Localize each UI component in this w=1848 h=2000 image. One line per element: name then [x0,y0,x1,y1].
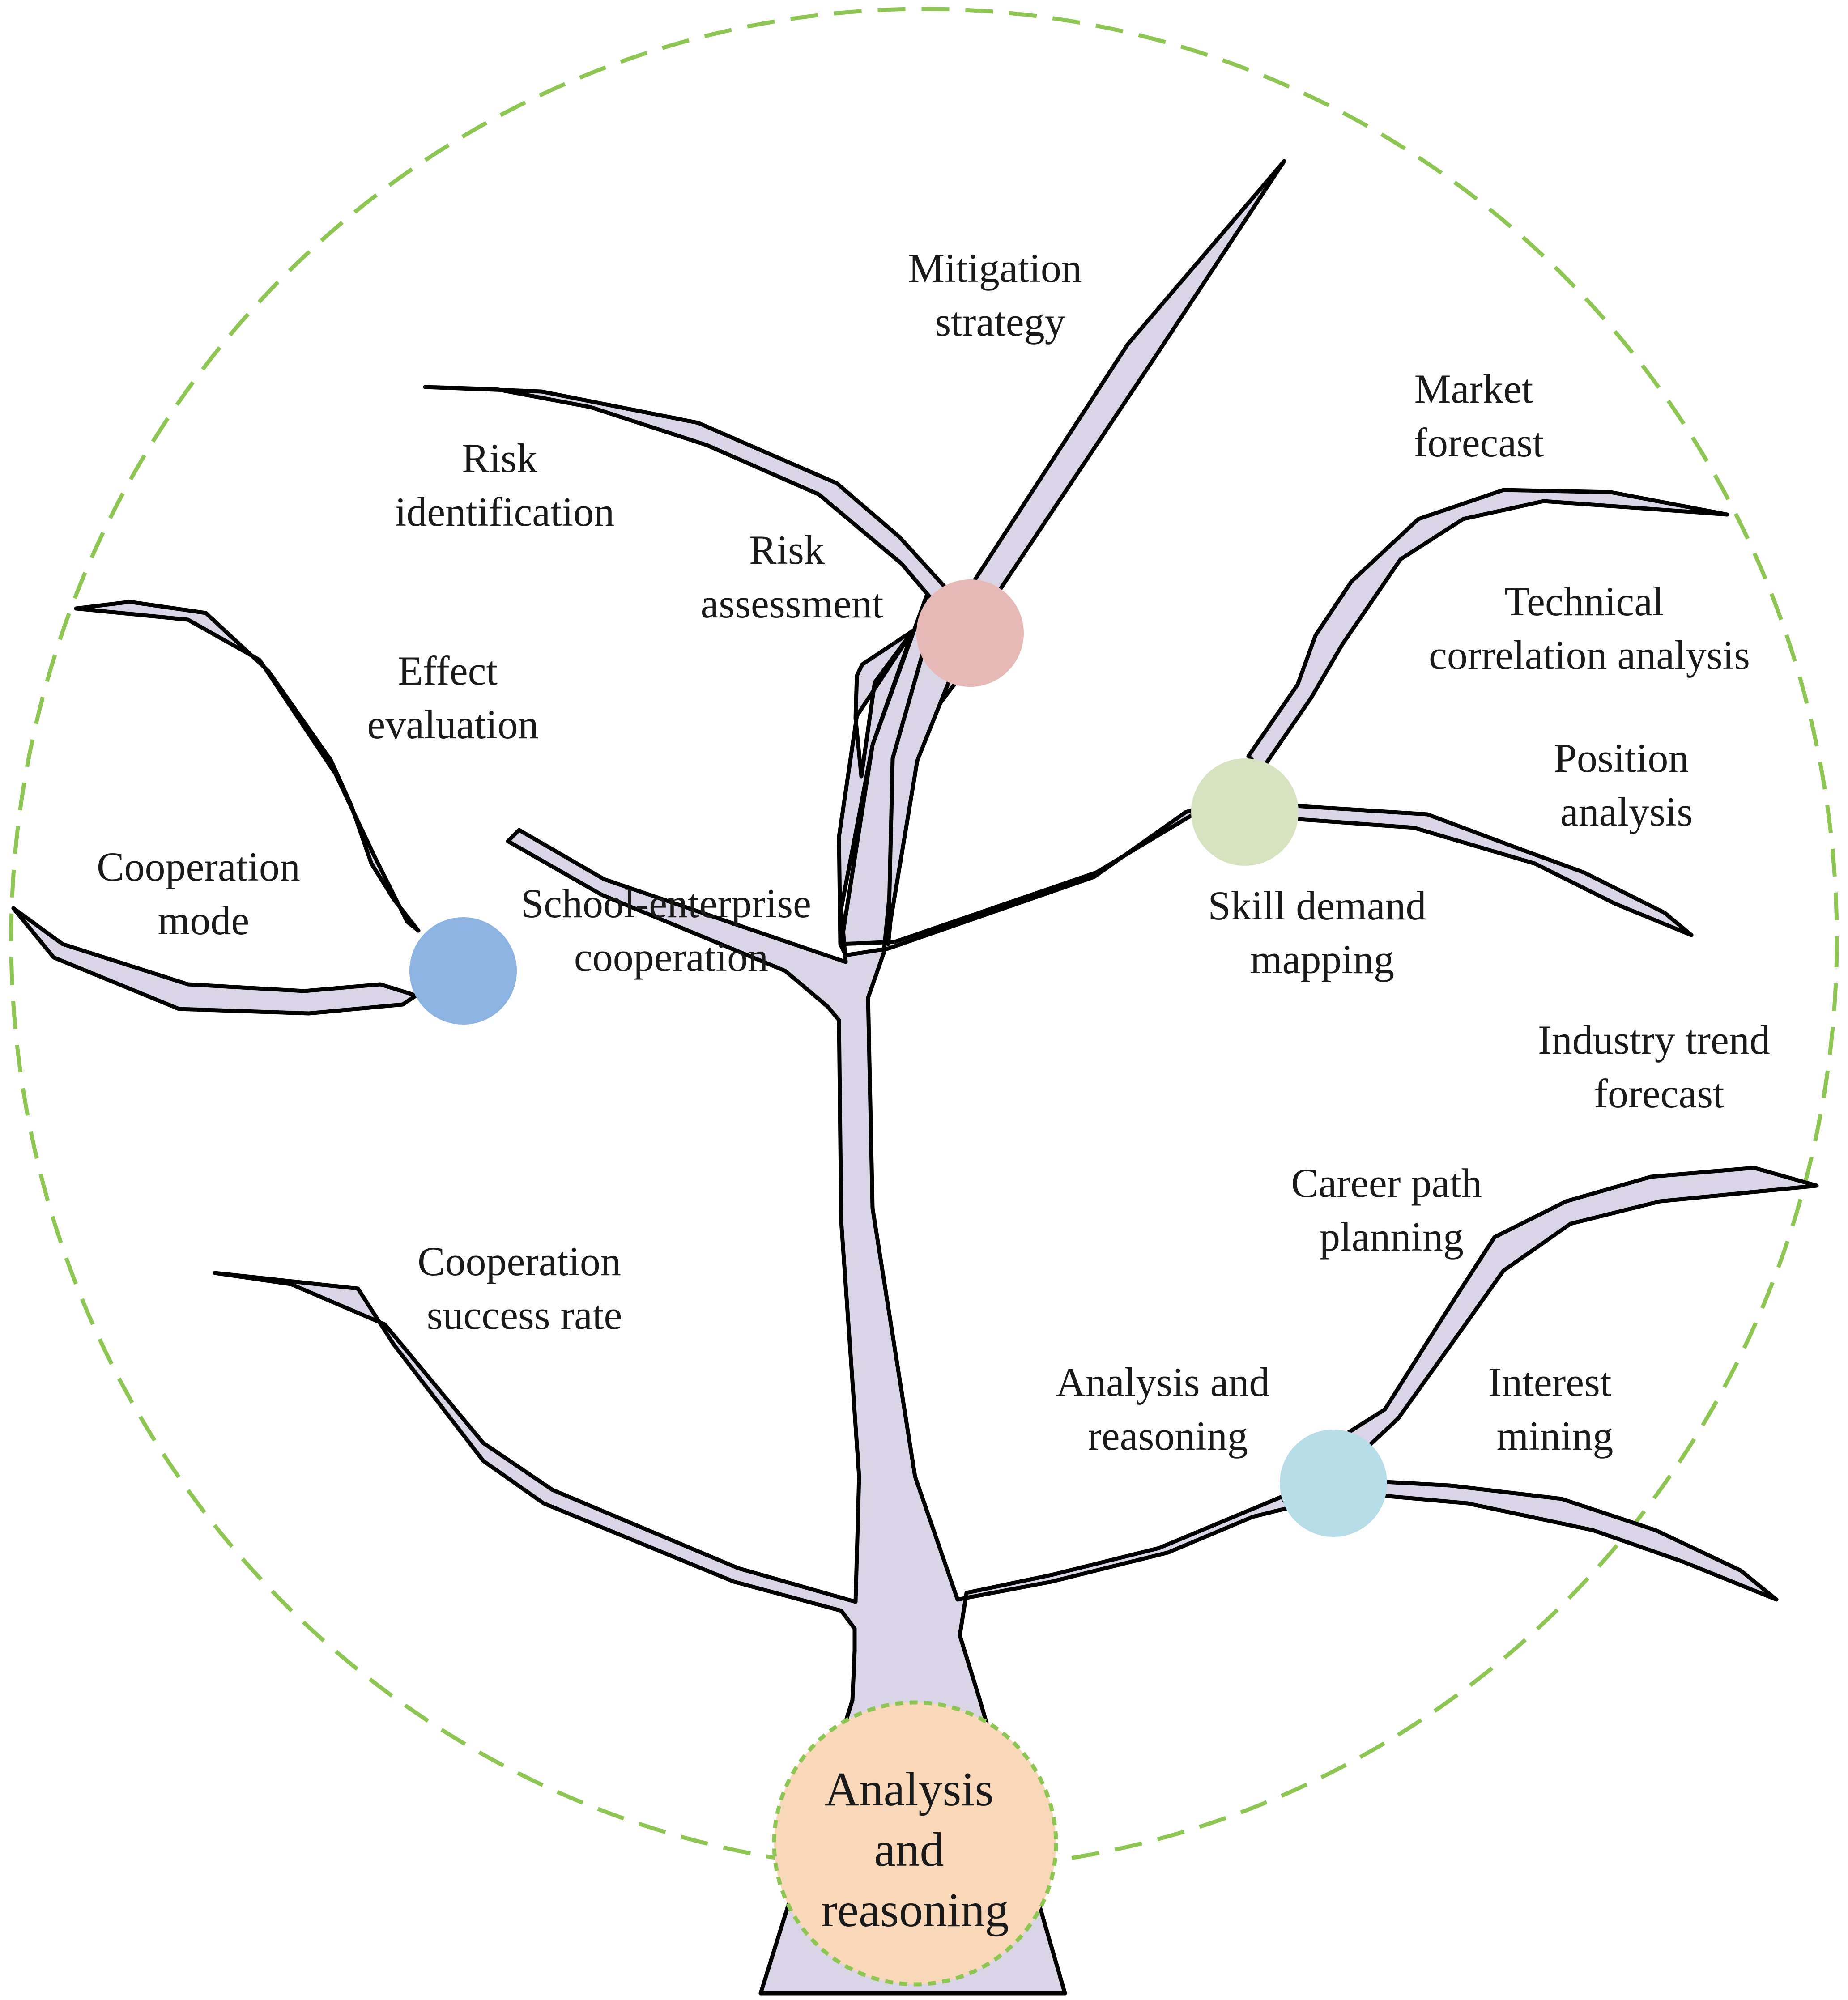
label-school-enterprise-cooperation: School-enterprise cooperation [521,881,822,980]
label-risk-identification: Risk identification [395,435,615,535]
label-interest-mining: Interest mining [1488,1359,1622,1459]
label-career-path-planning: Career path planning [1291,1160,1492,1260]
node-risk-assessment [916,579,1024,687]
node-analysis-and-reasoning [1280,1430,1387,1537]
root-label: Analysis and reasoning [821,1763,1009,1937]
node-skill-demand-mapping [1191,758,1299,866]
label-cooperation-mode: Cooperation mode [97,844,311,943]
label-position-analysis: Position analysis [1554,735,1699,834]
root-circle [772,1700,1058,1987]
branch-cooperation-mode [11,906,418,1016]
node-school-enterprise-cooperation [409,917,517,1025]
branch-career-path-planning [1340,1166,1819,1452]
branch-position-analysis [1286,803,1694,937]
tree-trunk [213,588,1291,1996]
branch-mitigation-strategy [960,159,1286,615]
branch-risk-identification [423,385,946,611]
label-effect-evaluation: Effect evaluation [367,648,538,747]
branch-market-forecast [1246,488,1729,772]
label-mitigation-strategy: Mitigation strategy [908,245,1092,345]
branch-interest-mining [1367,1479,1779,1602]
label-analysis-and-reasoning: Analysis and reasoning [1056,1359,1280,1459]
label-market-forecast: Market forecast [1414,366,1544,465]
label-industry-trend-forecast: Industry trend forecast [1538,1017,1780,1116]
label-technical-correlation-analysis: Technical correlation analysis [1429,579,1750,678]
label-cooperation-success-rate: Cooperation success rate [417,1238,631,1338]
branch-effect-evaluation [74,600,421,933]
label-skill-demand-mapping: Skill demand mapping [1208,883,1436,982]
label-risk-assessment: Risk assessment [701,527,884,626]
